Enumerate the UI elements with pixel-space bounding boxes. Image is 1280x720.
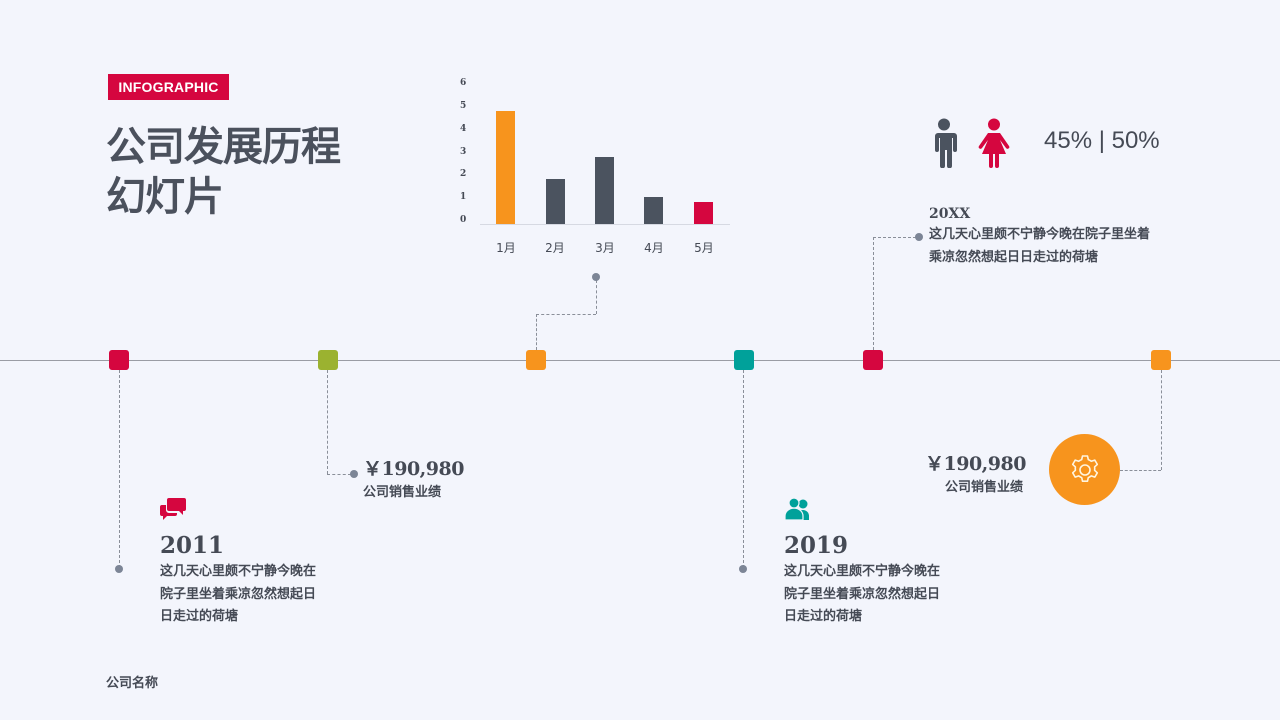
sales-label: 公司销售业绩 [944, 480, 1023, 495]
timeline-node-2[interactable] [318, 350, 338, 370]
bar-mar [595, 157, 614, 224]
connector-line [596, 280, 597, 314]
milestone-text-line: 日走过的荷塘 [160, 609, 239, 624]
connector-dot [915, 233, 923, 241]
x-label: 4月 [644, 241, 664, 255]
sales-label: 公司销售业绩 [363, 485, 442, 500]
bar-jan [496, 111, 515, 224]
connector-line [1161, 370, 1162, 470]
infographic-badge: INFOGRAPHIC [108, 74, 229, 100]
chat-bubbles-icon [160, 497, 187, 525]
milestone-2011: 2011 这几天心里颇不宁静今晚在 院子里坐着乘凉忽然想起日 日走过的荷塘 [160, 532, 316, 629]
connector-dot [115, 565, 123, 573]
connector-line [536, 314, 537, 350]
milestone-20xx: 20XX 这几天心里颇不宁静今晚在院子里坐着 乘凉忽然想起日日走过的荷塘 [929, 204, 1150, 269]
connector-line [536, 314, 596, 315]
connector-dot [350, 470, 358, 478]
male-person-icon [929, 118, 959, 172]
connector-line [873, 237, 874, 350]
timeline-node-1[interactable] [109, 350, 129, 370]
milestone-text-line: 院子里坐着乘凉忽然想起日 [160, 586, 317, 602]
x-axis-line [480, 224, 730, 225]
connector-line [743, 370, 744, 568]
sales-amount: ￥190,980 [363, 458, 464, 480]
timeline-node-3[interactable] [526, 350, 546, 370]
milestone-year: 2011 [160, 532, 225, 559]
gender-ratio-stat: 45% | 50% [1044, 127, 1160, 154]
connector-line [327, 370, 328, 474]
connector-line [119, 370, 120, 568]
milestone-2019: 2019 这几天心里颇不宁静今晚在 院子里坐着乘凉忽然想起日 日走过的荷塘 [784, 532, 940, 629]
bar-may [694, 202, 713, 224]
connector-line [873, 237, 916, 238]
y-tick: 4 [460, 124, 467, 134]
sales-amount: ￥190,980 [925, 453, 1026, 475]
y-tick: 0 [460, 215, 467, 225]
y-tick: 1 [460, 192, 467, 202]
bar-feb [546, 179, 565, 224]
gear-badge [1049, 434, 1120, 505]
page-title: 公司发展历程 幻灯片 [106, 122, 341, 222]
connector-dot [739, 565, 747, 573]
y-tick: 5 [460, 101, 467, 111]
bar-chart: 6 5 4 3 2 1 0 1月 2月 3月 4月 5月 [455, 75, 735, 265]
y-tick: 3 [460, 147, 467, 157]
milestone-year: 20XX [929, 206, 971, 222]
sales-figure-right: ￥190,980 公司销售业绩 [925, 449, 1026, 495]
title-line-2: 幻灯片 [106, 174, 224, 220]
gear-icon [1071, 454, 1098, 482]
connector-line [1120, 470, 1161, 471]
connector-dot [592, 273, 600, 281]
y-tick: 6 [460, 78, 467, 88]
title-line-1: 公司发展历程 [106, 124, 341, 170]
milestone-text-line: 这几天心里颇不宁静今晚在 [784, 564, 941, 579]
bar-apr [644, 197, 663, 224]
female-person-icon [976, 118, 1012, 172]
x-label: 2月 [545, 241, 565, 255]
x-label: 3月 [595, 241, 615, 255]
plot-area [480, 75, 730, 225]
company-name: 公司名称 [106, 676, 159, 691]
x-label: 5月 [694, 241, 714, 255]
timeline-node-4[interactable] [734, 350, 754, 370]
users-icon [784, 497, 812, 525]
milestone-year: 2019 [784, 532, 849, 559]
milestone-text-line: 这几天心里颇不宁静今晚在 [160, 564, 317, 579]
milestone-text-line: 院子里坐着乘凉忽然想起日 [784, 586, 941, 602]
connector-line [327, 474, 351, 475]
milestone-text-line: 这几天心里颇不宁静今晚在院子里坐着 [929, 227, 1151, 242]
milestone-text-line: 日走过的荷塘 [784, 609, 863, 624]
sales-figure-left: ￥190,980 公司销售业绩 [363, 454, 464, 500]
timeline-node-6[interactable] [1151, 350, 1171, 370]
x-label: 1月 [496, 241, 516, 255]
y-tick: 2 [460, 169, 467, 179]
timeline-node-5[interactable] [863, 350, 883, 370]
milestone-text-line: 乘凉忽然想起日日走过的荷塘 [929, 249, 1099, 265]
timeline-axis [0, 360, 1280, 361]
